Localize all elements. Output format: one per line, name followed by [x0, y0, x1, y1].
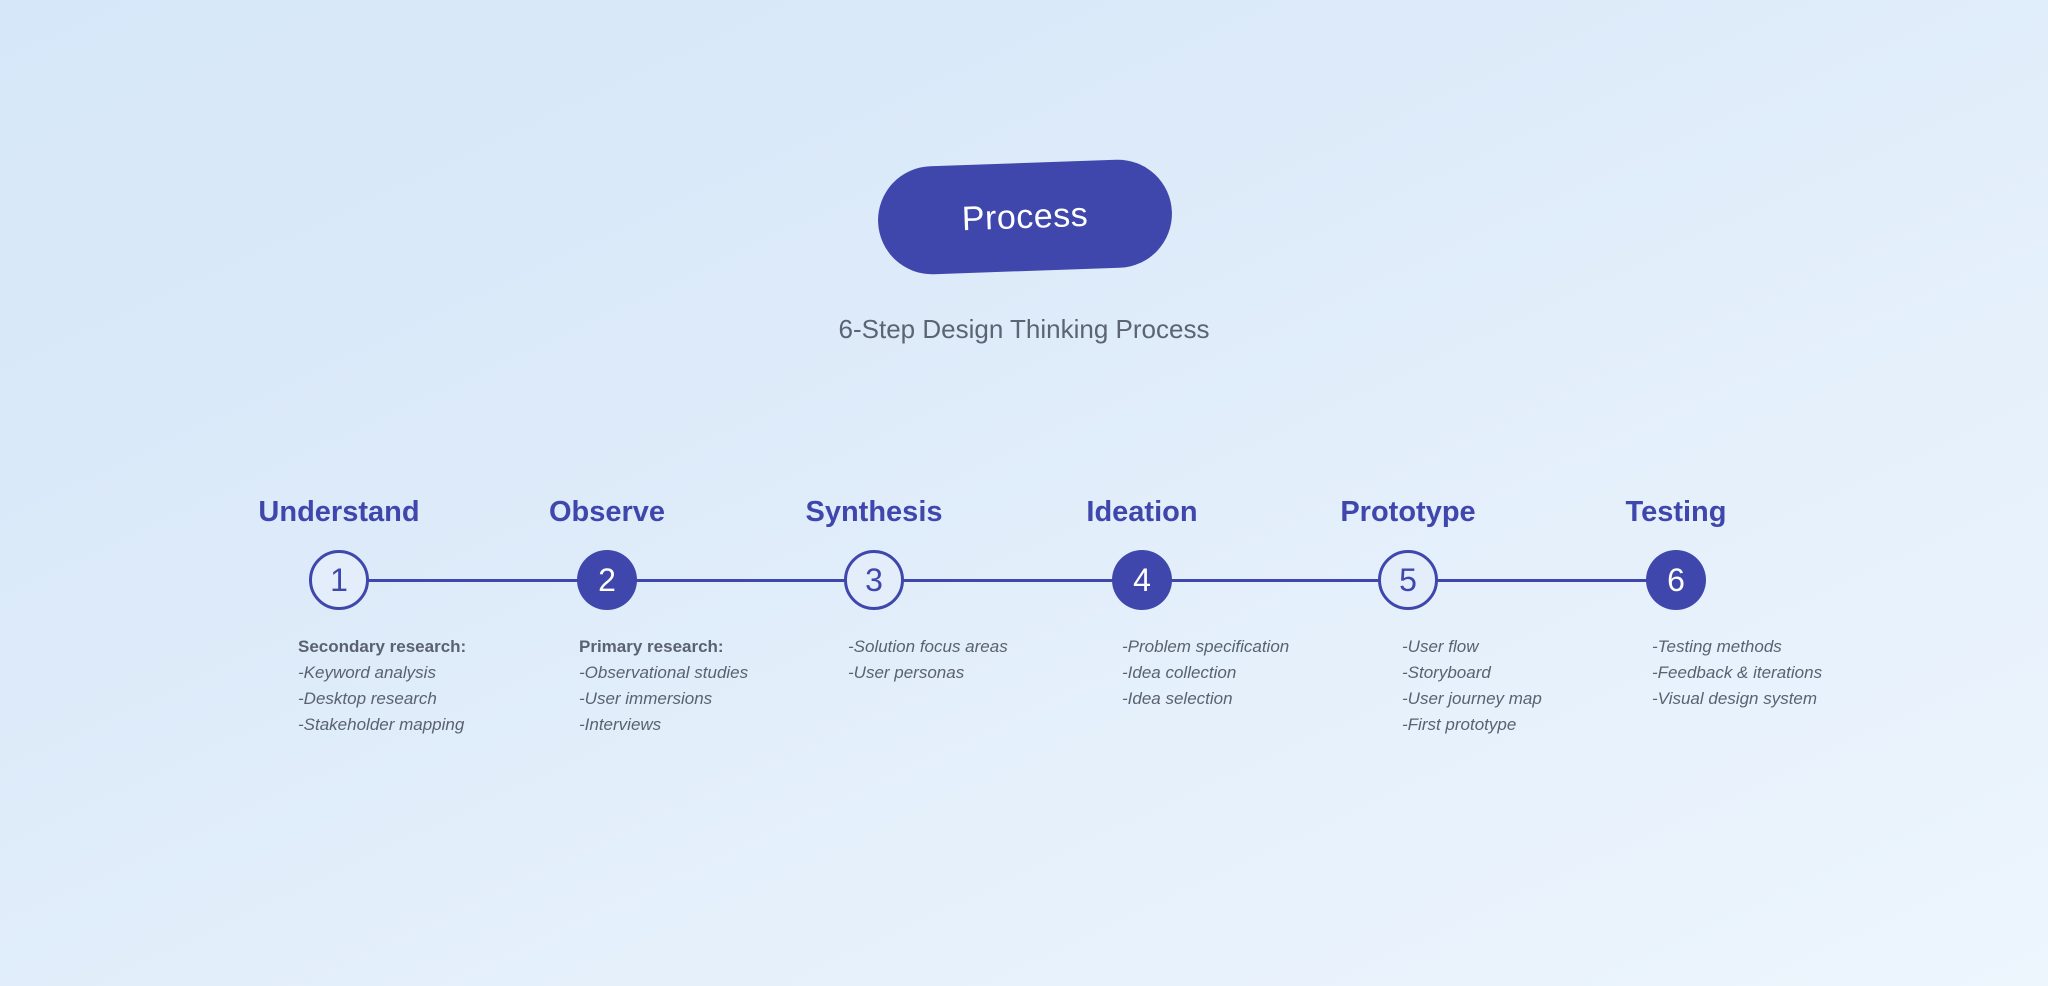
note-item: -Testing methods [1652, 637, 1782, 656]
note-item: -First prototype [1402, 715, 1517, 734]
timeline-connector-line [340, 579, 1676, 582]
step-understand: Understand 1 Secondary research: -Keywor… [189, 490, 489, 734]
step-number: 2 [598, 561, 616, 598]
step-notes: Secondary research: -Keyword analysis -D… [298, 634, 466, 738]
step-number-circle: 1 [309, 550, 369, 610]
step-ideation: Ideation 4 -Problem specification -Idea … [992, 490, 1292, 708]
note-item: -Keyword analysis [298, 663, 436, 682]
step-number-circle: 2 [577, 550, 637, 610]
note-item: -Idea collection [1122, 663, 1237, 682]
note-item: -Observational studies [579, 663, 749, 682]
step-number: 5 [1399, 561, 1417, 598]
note-item: -Idea selection [1122, 689, 1233, 708]
note-item: -User flow [1402, 637, 1479, 656]
step-notes: -Solution focus areas -User personas [848, 634, 1008, 686]
step-notes: -Problem specification -Idea collection … [1122, 634, 1289, 712]
note-item: -Solution focus areas [848, 637, 1008, 656]
step-synthesis: Synthesis 3 -Solution focus areas -User … [724, 490, 1024, 682]
process-badge: Process [876, 157, 1174, 277]
step-number: 6 [1667, 561, 1685, 598]
step-number-circle: 5 [1378, 550, 1438, 610]
notes-heading: Primary research: [579, 637, 724, 656]
note-item: -Storyboard [1402, 663, 1491, 682]
note-item: -Interviews [579, 715, 662, 734]
note-item: -Desktop research [298, 689, 437, 708]
note-item: -Feedback & iterations [1652, 663, 1823, 682]
step-prototype: Prototype 5 -User flow -Storyboard -User… [1258, 490, 1558, 734]
step-notes: -User flow -Storyboard -User journey map… [1402, 634, 1542, 738]
step-title: Observe [548, 496, 666, 528]
step-number: 4 [1133, 561, 1151, 598]
diagram-subtitle: 6-Step Design Thinking Process [838, 314, 1210, 344]
note-item: -User personas [848, 663, 965, 682]
note-item: -Stakeholder mapping [298, 715, 465, 734]
step-testing: Testing 6 -Testing methods -Feedback & i… [1526, 490, 1826, 708]
step-notes: -Testing methods -Feedback & iterations … [1652, 634, 1822, 712]
notes-heading: Secondary research: [298, 637, 467, 656]
step-number: 3 [865, 561, 883, 598]
step-title: Understand [258, 496, 420, 528]
step-number-circle: 3 [844, 550, 904, 610]
note-item: -User immersions [579, 689, 713, 708]
step-title: Ideation [1086, 496, 1198, 528]
process-badge-label: Process [961, 195, 1089, 238]
step-title: Prototype [1340, 496, 1476, 528]
note-item: -Problem specification [1122, 637, 1290, 656]
step-title: Testing [1625, 496, 1727, 528]
note-item: -Visual design system [1652, 689, 1818, 708]
step-title: Synthesis [805, 496, 943, 528]
step-notes: Primary research: -Observational studies… [579, 634, 748, 738]
step-observe: Observe 2 Primary research: -Observation… [457, 490, 757, 734]
step-number: 1 [330, 561, 348, 598]
note-item: -User journey map [1402, 689, 1542, 708]
step-number-circle: 4 [1112, 550, 1172, 610]
step-number-circle: 6 [1646, 550, 1706, 610]
